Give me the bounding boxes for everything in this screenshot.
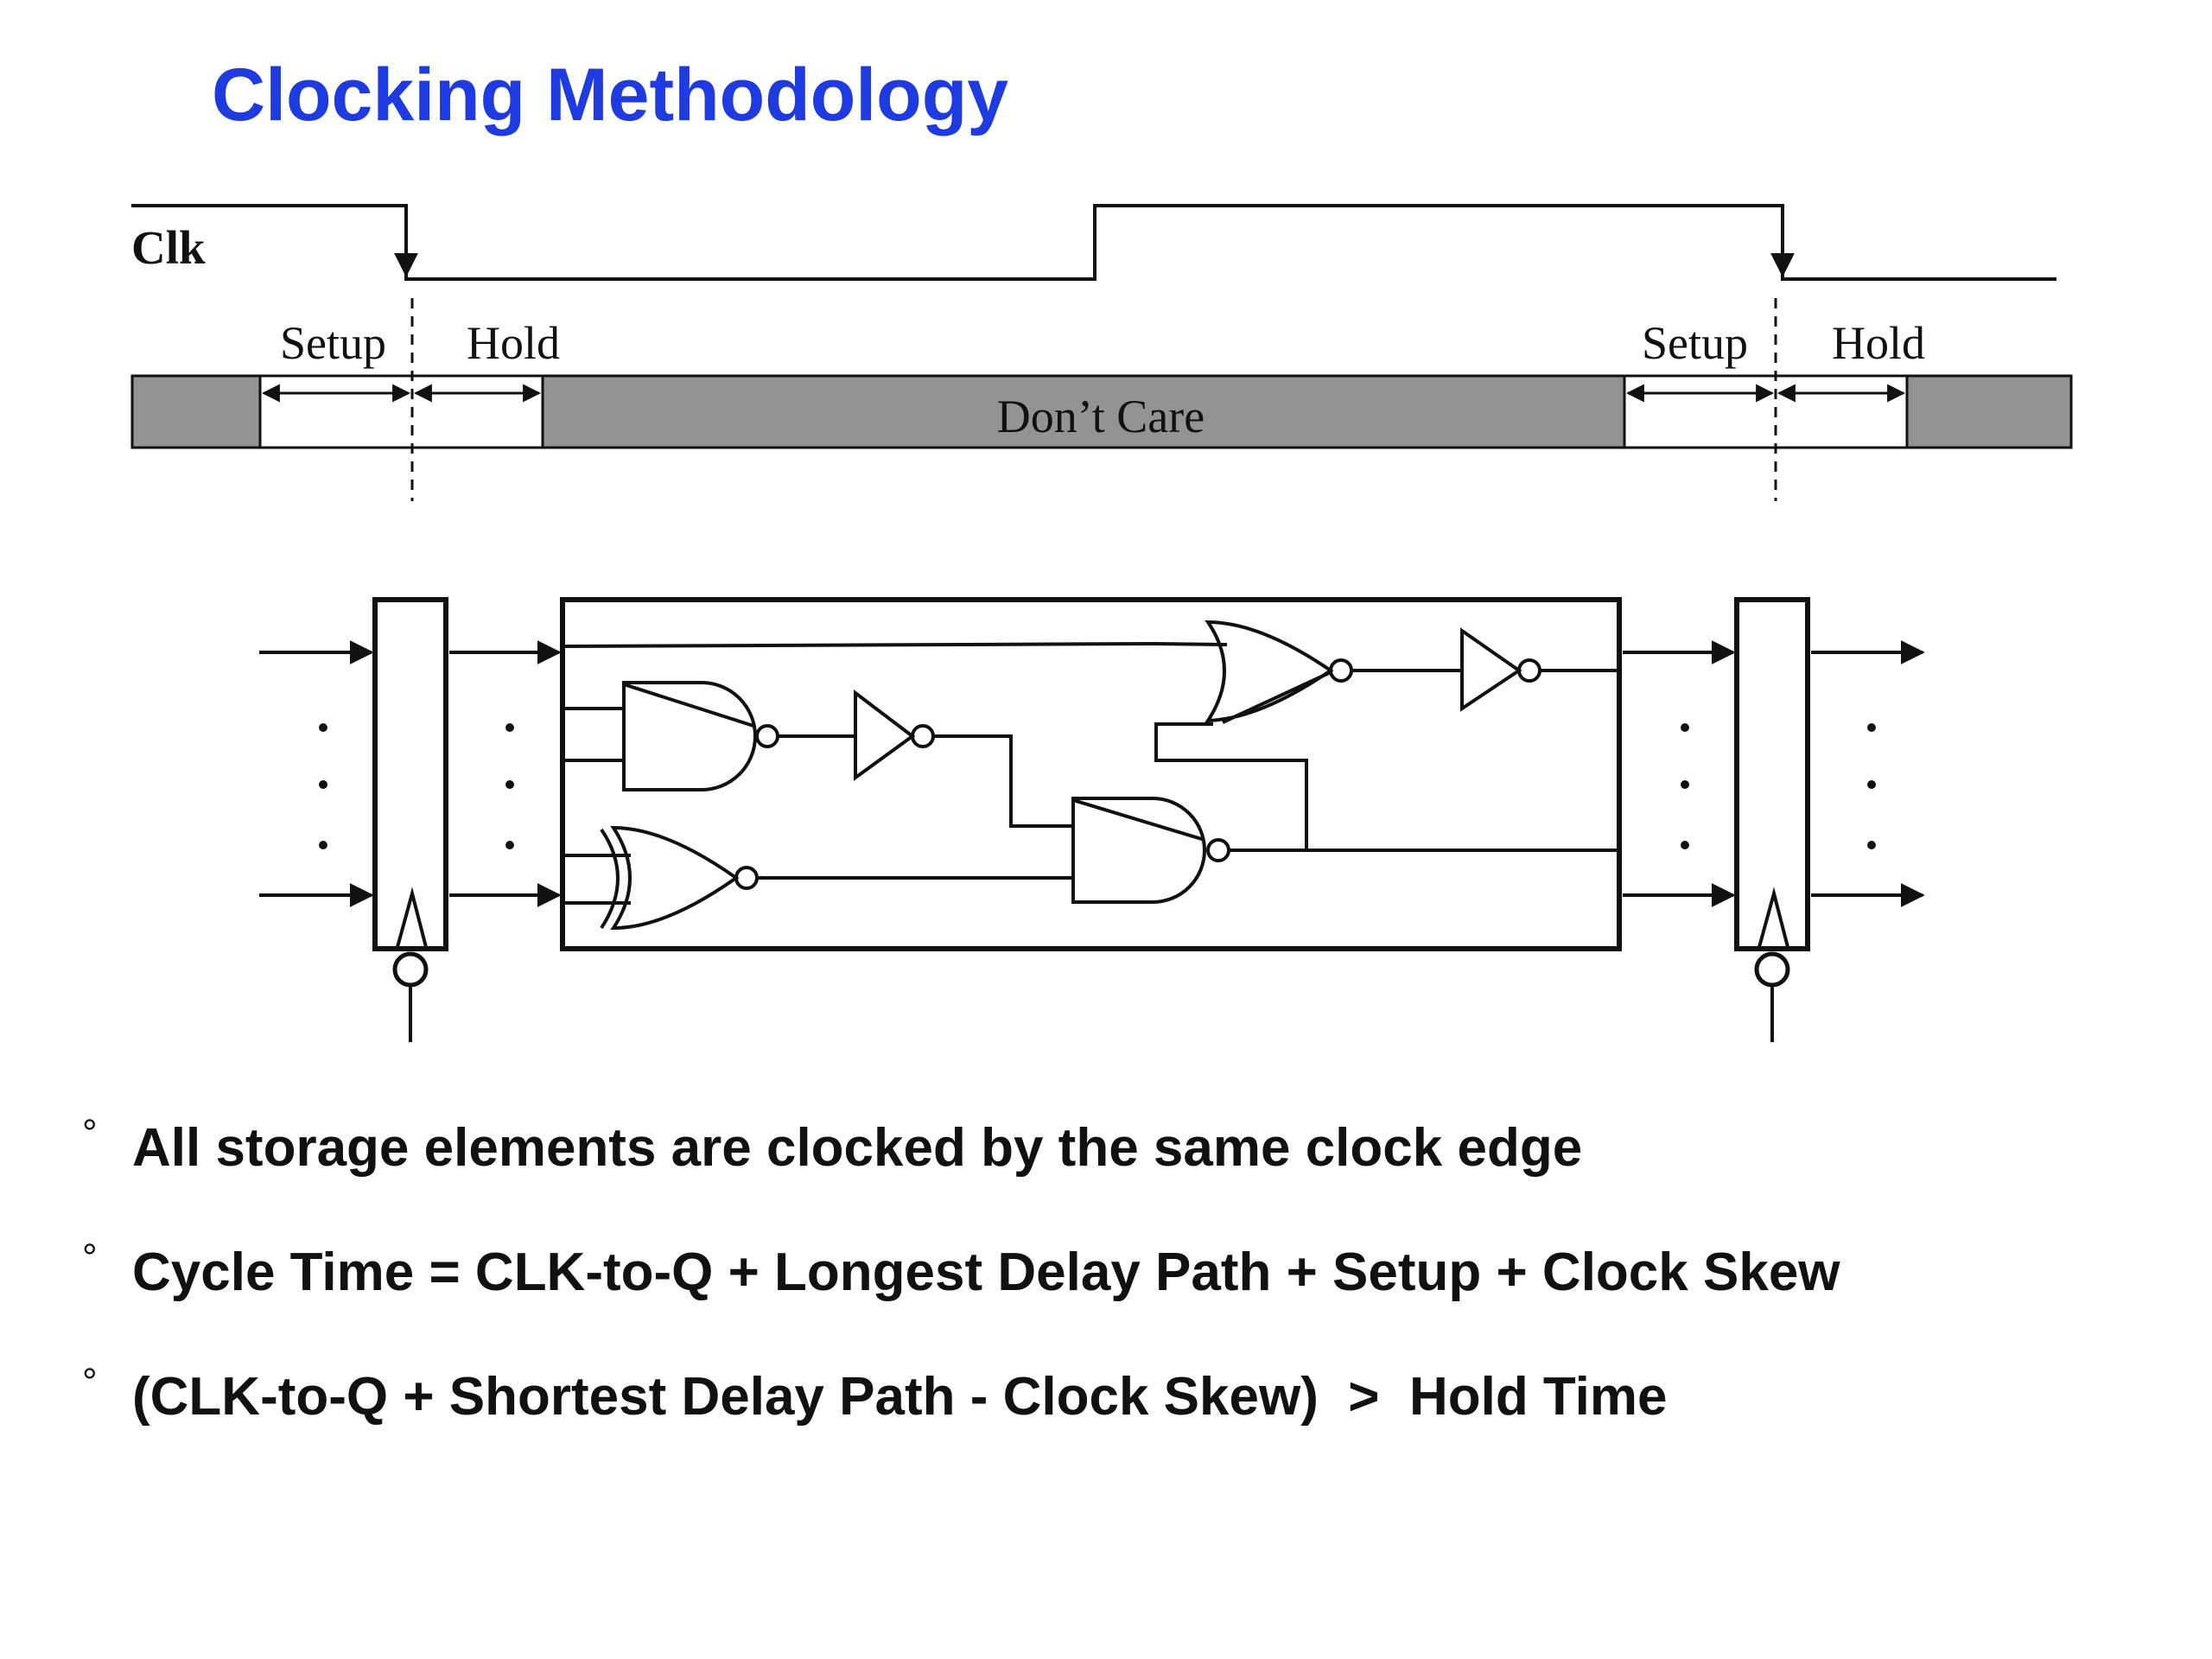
slide-title: Clocking Methodology bbox=[212, 54, 1009, 137]
dont-care-label: Don’t Care bbox=[997, 391, 1205, 442]
circle-bullet-icon: ° bbox=[82, 1236, 98, 1279]
combinational-logic-box bbox=[560, 597, 1622, 951]
circle-bullet-icon: ° bbox=[82, 1112, 98, 1154]
xnor-gate-upper bbox=[562, 620, 1462, 724]
clock-waveform bbox=[131, 204, 2056, 281]
hold-label-1: Hold bbox=[467, 317, 560, 369]
stable-window-2 bbox=[1624, 374, 1907, 449]
dont-care-bar-left bbox=[130, 374, 262, 449]
bullet-text: Cycle Time = CLK-to-Q + Longest Delay Pa… bbox=[132, 1243, 1840, 1302]
dont-care-bar-right bbox=[1905, 374, 2073, 449]
timing-diagram: Clk Don’t Care Setup Hold Setup Hold bbox=[130, 204, 2073, 501]
stable-window-1 bbox=[260, 374, 543, 449]
ellipsis-dots bbox=[319, 723, 1876, 849]
bullet-item: ° (CLK-to-Q + Shortest Delay Path - Clock… bbox=[82, 1361, 1840, 1488]
bullet-text: (CLK-to-Q + Shortest Delay Path - Clock … bbox=[132, 1367, 1668, 1427]
setup-label-2: Setup bbox=[1642, 317, 1748, 369]
inverter-1 bbox=[778, 689, 1073, 828]
register-arrows bbox=[259, 640, 1925, 907]
nand-gate-2 bbox=[1071, 722, 1619, 904]
dont-care-bar-middle bbox=[541, 374, 1626, 449]
circuit-schematic bbox=[259, 597, 1925, 1042]
bullet-list: ° All storage elements are clocked by the… bbox=[82, 1112, 1840, 1488]
xnor-gate-lower bbox=[563, 825, 1073, 931]
register-right bbox=[1734, 597, 1810, 1042]
hold-label-2: Hold bbox=[1832, 317, 1925, 369]
bullet-text: All storage elements are clocked by the … bbox=[132, 1118, 1583, 1178]
setup-label-1: Setup bbox=[280, 317, 386, 369]
nand-gate-1 bbox=[563, 681, 779, 791]
bullet-item: ° All storage elements are clocked by the… bbox=[82, 1112, 1840, 1239]
clocking-diagram: Clk Don’t Care Setup Hold Setup Hold bbox=[130, 204, 2073, 1042]
circle-bullet-icon: ° bbox=[82, 1361, 98, 1403]
clock-label: Clk bbox=[131, 221, 206, 274]
bullet-item: ° Cycle Time = CLK-to-Q + Longest Delay P… bbox=[82, 1236, 1840, 1363]
inverter-2 bbox=[1460, 627, 1619, 712]
register-left bbox=[372, 597, 448, 1042]
